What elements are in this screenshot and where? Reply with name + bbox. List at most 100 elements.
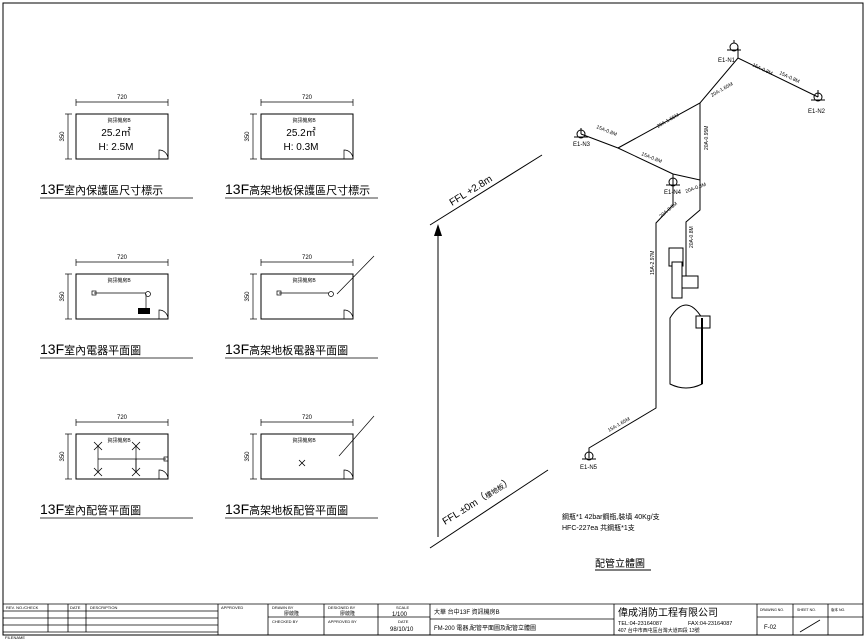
isometric-view: FFL +2.8m FFL ±0m（樓地板） E1-N1 (429, 40, 826, 571)
scale-label: SCALE (396, 605, 409, 610)
drawn-by-name: 廖啟隆 (284, 610, 299, 617)
door-swing (343, 309, 354, 320)
door-swing (158, 309, 169, 320)
door-swing (343, 149, 354, 160)
pipe-label: 20A-1.65M (710, 81, 734, 98)
pipe-label: 15A-0.8M (640, 151, 662, 165)
nozzle-icon-n3 (574, 129, 588, 139)
approved-header: APPROVED (221, 605, 243, 610)
fm200-cylinder (668, 247, 711, 389)
dimension-height: 350 (245, 451, 251, 462)
nozzle-icon-n5 (582, 451, 596, 461)
pipe-label: 15A-0.8M (751, 62, 773, 77)
title-block (3, 603, 863, 635)
room-outline (75, 113, 169, 160)
caption-text: 室內電器平面圖 (64, 343, 141, 357)
description-header: DESCRIPTION (90, 605, 117, 610)
drawing-no-label: DRAWING NO. (760, 608, 784, 612)
sensor-icon (145, 291, 151, 297)
door-swing (343, 469, 354, 480)
dimension-height: 350 (60, 451, 66, 462)
cylinder-spec-line1: 鋼瓶*1 42bar鋼瓶,裝填 40Kg/支 (562, 512, 660, 521)
dimension-width: 720 (302, 95, 313, 101)
ffl-top-label: FFL +2.8m (448, 174, 495, 209)
company-tel: TEL:04-23164087 (618, 621, 662, 627)
room-outline (75, 273, 169, 320)
room-height: H: 0.3M (283, 142, 318, 153)
panel-caption: 13F高架地板保護區尺寸標示 (225, 181, 370, 197)
room-area: 25.2㎡ (101, 127, 130, 139)
filename-label: FILENAME (5, 635, 25, 640)
room-outline (260, 273, 354, 320)
date-label: DATE (398, 619, 409, 624)
nozzle-label-n4: E1-N4 (664, 190, 682, 196)
room-name: 資訊機房B (292, 117, 316, 124)
caption-floor: 13F (225, 181, 249, 197)
nozzle-label-n2: E1-N2 (808, 109, 826, 115)
pipe-outlet-icon (163, 456, 169, 462)
company-name: 偉成消防工程有限公司 (618, 606, 718, 619)
approved-by-label: APPROVED BY (328, 619, 357, 624)
designed-by-label: DESIGNED BY (328, 605, 356, 610)
room-name: 資訊機房B (107, 117, 131, 124)
pipe-label: 15A-0.8M (595, 124, 617, 138)
caption-floor: 13F (40, 501, 64, 517)
room-outline (260, 433, 354, 480)
ffl-bottom-label: FFL ±0m（樓地板） (440, 475, 515, 528)
caption-text: 室內配管平面圖 (64, 503, 141, 517)
dimension-width: 720 (117, 95, 128, 101)
cylinder-spec-line2: HFC-227ea 共鋼瓶*1支 (562, 523, 635, 532)
room-name: 資訊機房B (107, 277, 131, 284)
caption-text: 高架地板電器平面圖 (249, 343, 348, 357)
pipe-label: 20A-1.65M (656, 112, 680, 129)
caption-text: 室內保護區尺寸標示 (64, 183, 163, 197)
project-name: 大華 台中13F 資訊機房B (434, 608, 500, 616)
caption-floor: 13F (225, 501, 249, 517)
caption-floor: 13F (40, 341, 64, 357)
title-block-text: REV. NO./CHECK DATE DESCRIPTION APPROVED… (5, 605, 845, 640)
dimension-height: 350 (245, 291, 251, 302)
drawn-by-label: DRAWN BY (272, 605, 294, 610)
rev-no-header: REV. NO./CHECK (6, 605, 39, 610)
caption-text: 高架地板配管平面圖 (249, 503, 348, 517)
room-name: 資訊機房B (107, 437, 131, 444)
control-panel-icon (138, 308, 150, 314)
nozzle-label-n5: E1-N5 (580, 465, 598, 471)
isometric-title: 配管立體圖 (595, 557, 645, 570)
dimension-height: 350 (245, 131, 251, 142)
rev-date-header: DATE (70, 605, 81, 610)
scale-value: 1/100 (392, 612, 408, 618)
checked-by-label: CHECKED BY (272, 619, 298, 624)
date-value: 98/10/10 (390, 627, 414, 633)
dimension-height: 350 (60, 291, 66, 302)
pipe-label: 20A-0.3M (658, 201, 678, 220)
leader-line (338, 415, 375, 457)
room-outline (75, 433, 169, 480)
pipe-label: 20A-0.95M (704, 126, 710, 150)
designed-by-name: 廖啟隆 (340, 610, 355, 617)
caption-floor: 13F (225, 341, 249, 357)
pipe-label: 20A-0.3M (685, 182, 707, 195)
company-address: 407 台中市西屯區台灣大道四段 13號 (618, 627, 700, 634)
panel-caption: 13F高架地板電器平面圖 (225, 341, 348, 357)
detector-icon (91, 290, 97, 296)
nozzle-icon-n1 (727, 40, 741, 52)
ffl-bottom-prefix: FFL ±0m（ (440, 491, 488, 527)
panel-caption: 13F室內電器平面圖 (40, 341, 141, 357)
detector-icon (276, 290, 282, 296)
pipe-label: 20A-0.8M (689, 226, 695, 248)
sensor-icon (328, 291, 334, 297)
pipe-label: 15A-2.97M (650, 251, 656, 275)
room-area: 25.2㎡ (286, 127, 315, 139)
panel-caption: 13F室內配管平面圖 (40, 501, 141, 517)
panel-caption: 13F室內保護區尺寸標示 (40, 181, 163, 197)
room-height: H: 2.5M (98, 142, 133, 153)
caption-text: 高架地板保護區尺寸標示 (249, 183, 370, 197)
panel-caption: 13F高架地板配管平面圖 (225, 501, 348, 517)
